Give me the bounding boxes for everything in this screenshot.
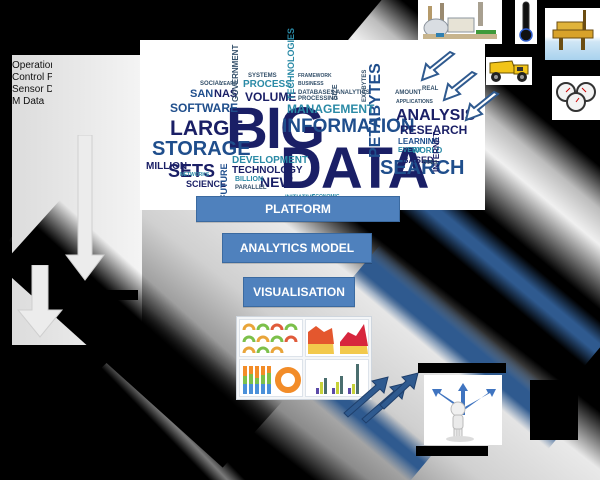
word-every: EVERY: [398, 147, 422, 154]
analytics-model-box: ANALYTICS MODEL: [222, 233, 372, 263]
word-internet: INTERNET: [432, 132, 441, 172]
word-exabytes: EXABYTES: [362, 69, 368, 102]
word-technologies: TECHNOLOGIES: [286, 27, 296, 100]
redacted-label: [418, 363, 506, 373]
gauges-panel: [239, 319, 303, 357]
stacked-bar-donut-panel: [239, 359, 303, 397]
word-process: PROCESS: [243, 79, 292, 90]
thermometer-card: [515, 0, 537, 44]
area-chart-panel: [305, 319, 369, 357]
thermometer-icon: [519, 1, 533, 42]
word-applications: APPLICATIONS: [396, 99, 433, 105]
pressure-gauges-icon: [556, 82, 596, 112]
gauges-card: [552, 76, 600, 120]
word-software: SOFTWARE: [170, 101, 238, 115]
word-business: BUSINESS: [298, 81, 324, 87]
source-sensor: Sensor D: [12, 84, 52, 95]
output-arrow-icon: [343, 372, 419, 424]
redacted-label: [20, 345, 70, 355]
word-times: TIMES: [422, 160, 438, 166]
word-information: INFORMATION: [282, 116, 415, 137]
visualisation-label: VISUALISATION: [253, 285, 345, 299]
word-future: FUTURE: [219, 163, 229, 201]
word-parallel: PARALLEL: [235, 185, 267, 191]
word-real: REAL: [422, 86, 439, 92]
word-large: LARGE: [170, 117, 244, 140]
word-billion: BILLION: [235, 176, 263, 183]
word-amount: AMOUNT: [395, 90, 422, 96]
source-control: Control P: [12, 72, 52, 83]
refinery-plant-icon: [423, 2, 497, 39]
offshore-rig-icon: [552, 10, 594, 50]
decision-crossroads-icon: [432, 383, 496, 442]
offshore-rig-card: [545, 8, 600, 60]
redacted-label: [530, 380, 578, 440]
word-analytics: ANALYTICS: [336, 90, 370, 96]
word-government: GOVERNMENT: [231, 44, 240, 102]
down-arrow-icon: [16, 265, 64, 338]
source-list: Operations Control P Sensor D M Data: [12, 60, 52, 108]
down-arrow-icon: [64, 135, 106, 281]
redacted-label: [58, 290, 138, 300]
input-arrow-icon: [464, 90, 500, 122]
truck-card: [486, 57, 532, 85]
decision-card: [424, 375, 502, 445]
refinery-card: [418, 0, 502, 44]
source-operations: Operations: [12, 60, 52, 71]
visualisation-box: VISUALISATION: [243, 277, 355, 307]
word-years: YEARS: [220, 81, 238, 87]
word-management: MANAGEMENT: [287, 102, 375, 116]
platform-label: PLATFORM: [265, 202, 331, 216]
redacted-label: [416, 446, 488, 456]
word-systems: SYSTEMS: [248, 73, 277, 79]
word-million: MILLION: [146, 161, 188, 172]
platform-box: PLATFORM: [196, 196, 400, 222]
source-m-data: M Data: [12, 96, 45, 107]
analytics-model-label: ANALYTICS MODEL: [239, 241, 355, 255]
word-framework: FRAMEWORK: [298, 73, 332, 79]
word-networks: NETWORKS: [180, 172, 210, 178]
dump-truck-icon: [489, 60, 529, 82]
word-san: SAN: [190, 88, 214, 100]
